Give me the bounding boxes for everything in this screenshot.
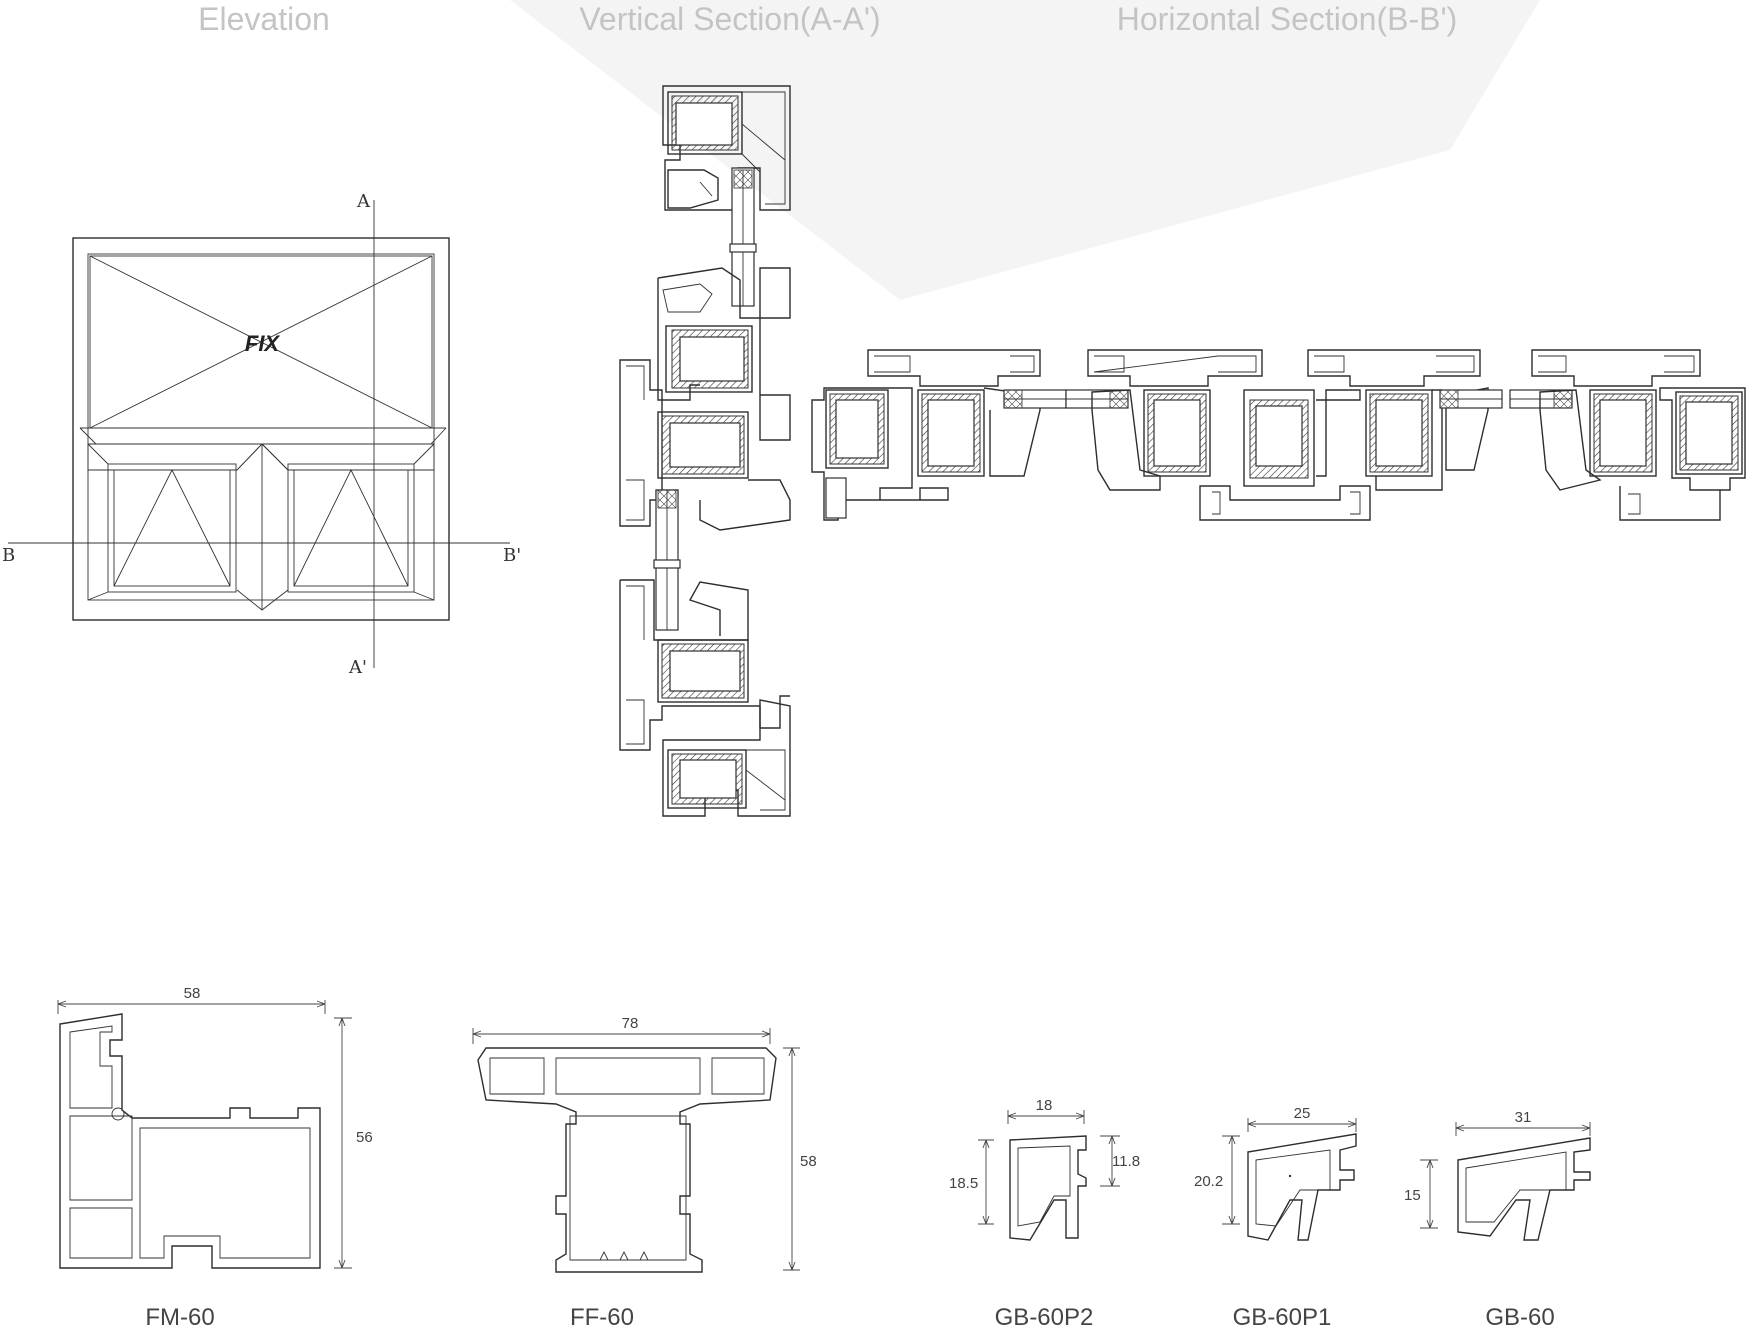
fm-60-code: FM-60 (145, 1304, 214, 1330)
gb-60p2-code: GB-60P2 (995, 1304, 1094, 1330)
header-elevation: Elevation (198, 1, 330, 37)
profile-gb-60: 31 15 GB-60 (1404, 1109, 1591, 1330)
gb-60-code: GB-60 (1485, 1304, 1554, 1330)
ff-60-width-dim: 78 (622, 1015, 639, 1032)
ff-60-height-dim: 58 (800, 1153, 817, 1170)
background-wedge (510, 0, 1540, 300)
profile-fm-60: 58 56 FM-60 (57, 985, 373, 1330)
fm-60-height-dim: 56 (356, 1129, 373, 1146)
gb-60-width-dim: 31 (1515, 1109, 1532, 1126)
section-mark-a: A (356, 191, 371, 212)
gb-60p1-width-dim: 25 (1294, 1105, 1311, 1122)
header-vertical-section: Vertical Section(A-A') (579, 1, 880, 37)
section-mark-a-prime: A' (348, 657, 367, 678)
gb-60p1-height-dim: 20.2 (1194, 1173, 1223, 1190)
gb-60-height-dim: 15 (1404, 1187, 1421, 1204)
horizontal-section-drawing (811, 349, 1746, 521)
profile-gb-60p2: 18 18.5 11.8 GB-60P2 (949, 1097, 1140, 1330)
section-mark-b-prime: B' (503, 545, 521, 566)
gb-60p1-code: GB-60P1 (1233, 1304, 1332, 1330)
profile-gb-60p1: 25 20.2 GB-60P1 (1194, 1105, 1357, 1330)
gb-60p2-lip-dim: 11.8 (1112, 1153, 1140, 1170)
elevation-drawing: FIX A A' B B' (2, 191, 521, 678)
section-mark-b: B (2, 545, 15, 566)
gb-60p2-height-dim: 18.5 (949, 1175, 978, 1192)
fm-60-width-dim: 58 (184, 985, 201, 1002)
ff-60-code: FF-60 (570, 1304, 634, 1330)
profile-ff-60: 78 58 FF-60 (472, 1015, 817, 1330)
fix-label: FIX (245, 331, 281, 356)
gb-60p2-width-dim: 18 (1036, 1097, 1053, 1114)
vertical-section-drawing (619, 85, 791, 817)
header-horizontal-section: Horizontal Section(B-B') (1117, 1, 1457, 37)
